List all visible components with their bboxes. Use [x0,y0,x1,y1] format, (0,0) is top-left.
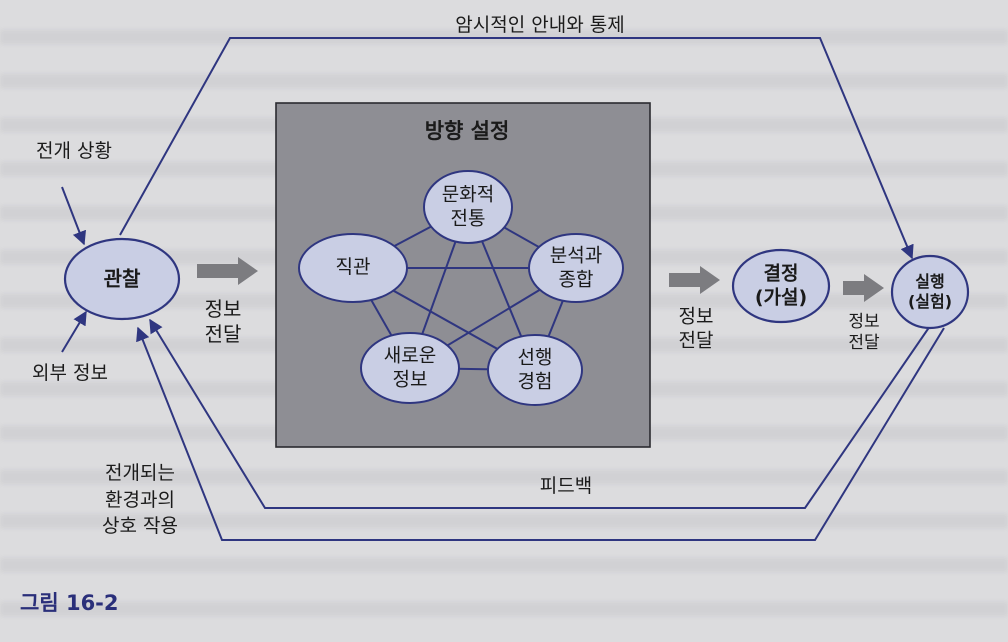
node-culture: 문화적 전통 [441,183,495,229]
decision-shape [731,248,831,324]
node-experience: 선행 경험 [517,346,553,392]
node-culture-shape [423,170,513,244]
transfer-label-1: 정보 전달 [204,297,242,346]
situation-label: 전개 상황 [36,140,112,162]
transfer-arrow-3 [843,274,884,302]
input-arrow-external [61,310,87,353]
node-new-info-shape [360,332,460,404]
orientation-title: 방향 설정 [424,118,510,143]
implicit-guidance-label: 암시적인 안내와 통제 [455,14,625,37]
node-analysis: 분석과 종합 [549,244,603,290]
feedback-line-outer [136,326,945,541]
decision-node: 결정 (가설) [754,262,808,308]
node-intuition: 직관 [335,256,371,279]
observe-node: 관찰 [103,266,141,291]
feedback-line-inner [149,318,931,509]
action-node: 실행 (실험) [907,272,953,311]
figure-caption: 그림 16-2 [20,591,119,615]
transfer-label-2: 정보 전달 [678,305,714,351]
transfer-arrow-1 [197,257,258,285]
node-intuition-shape [298,233,408,303]
node-experience-shape [487,334,583,406]
node-new-info: 새로운 정보 [383,344,437,390]
input-arrow-situation [61,186,86,246]
action-shape [890,254,970,330]
external-info-label: 외부 정보 [32,362,108,384]
transfer-label-3: 정보 전달 [848,311,880,353]
transfer-arrow-2 [669,266,720,294]
implicit-guidance-line [119,37,914,260]
observe-shape [63,237,181,321]
interaction-label: 전개되는 환경과의 상호 작용 [102,462,178,538]
feedback-label: 피드백 [539,475,593,498]
node-analysis-shape [528,233,624,303]
